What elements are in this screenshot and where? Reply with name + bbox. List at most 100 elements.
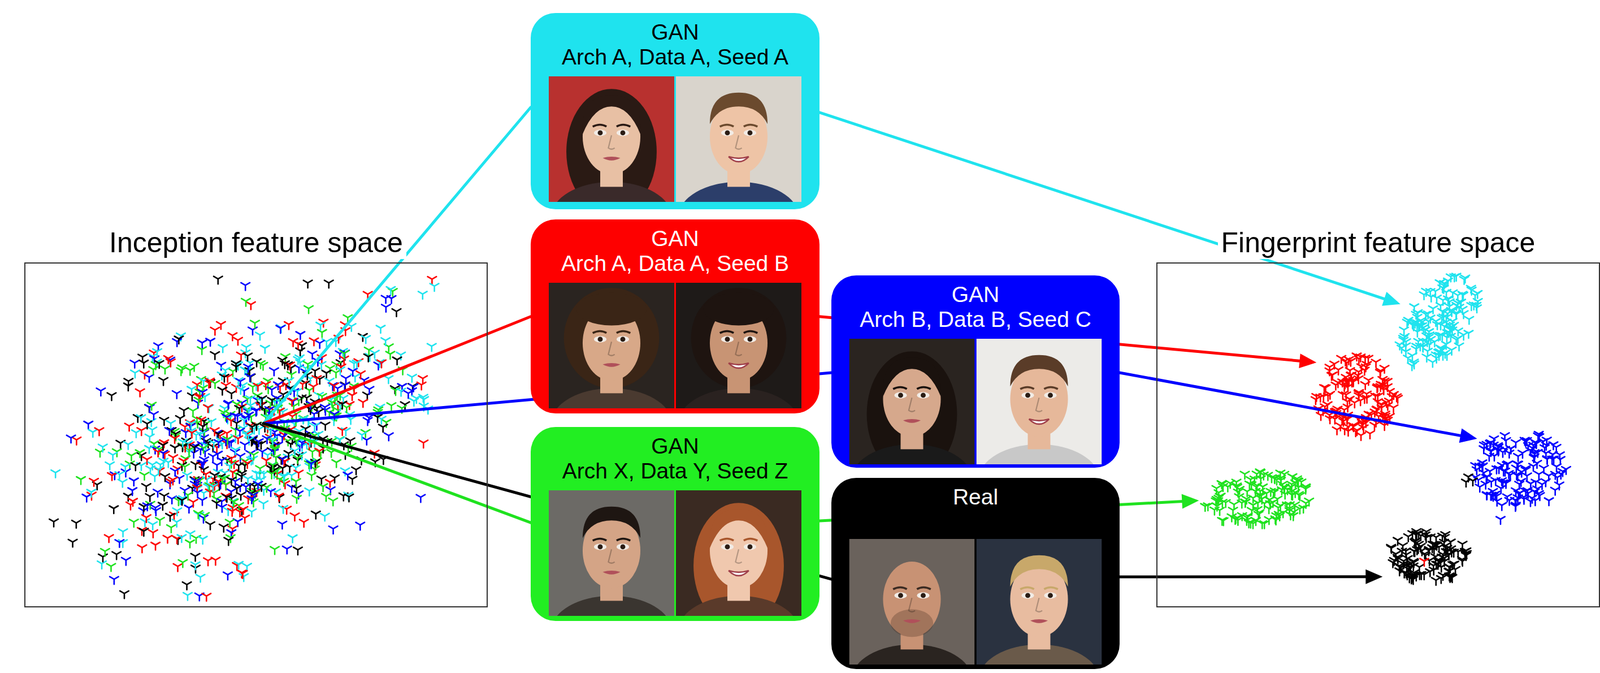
data-point xyxy=(365,386,375,395)
data-point xyxy=(193,489,203,498)
data-point xyxy=(239,506,249,515)
data-point xyxy=(279,473,289,482)
data-point xyxy=(343,471,353,480)
shoulders xyxy=(978,643,1100,673)
data-point xyxy=(190,480,200,489)
face-photo xyxy=(849,538,975,673)
neck xyxy=(727,156,750,187)
data-point xyxy=(1415,564,1425,572)
data-point xyxy=(1458,292,1468,301)
data-point xyxy=(243,475,253,484)
data-point xyxy=(228,504,238,513)
data-point xyxy=(150,473,160,482)
data-point xyxy=(1551,464,1562,472)
data-point xyxy=(185,530,195,539)
data-point xyxy=(109,576,119,585)
data-point xyxy=(384,432,394,441)
data-point xyxy=(153,488,163,497)
data-point xyxy=(1364,377,1374,386)
data-point xyxy=(226,488,236,497)
data-point xyxy=(1200,503,1211,512)
connector-line xyxy=(263,423,531,523)
data-point xyxy=(292,485,302,494)
arrow-head xyxy=(1381,291,1401,306)
data-point xyxy=(278,521,288,530)
hair xyxy=(866,350,958,477)
data-point xyxy=(137,427,147,436)
data-point xyxy=(248,327,258,336)
data-point xyxy=(1485,468,1495,477)
data-point xyxy=(1482,491,1492,500)
data-point xyxy=(231,447,241,455)
pupil xyxy=(725,129,731,136)
data-point xyxy=(1424,334,1434,343)
model-box: GANArch A, Data A, Seed B xyxy=(530,219,820,414)
hair xyxy=(703,292,774,326)
data-point xyxy=(309,337,319,346)
data-point xyxy=(1489,453,1499,462)
data-point xyxy=(98,444,108,453)
data-point xyxy=(348,368,358,377)
data-point xyxy=(1477,460,1487,468)
data-point xyxy=(268,462,278,471)
data-point xyxy=(237,382,247,391)
nose xyxy=(608,341,615,355)
data-point xyxy=(1255,509,1265,518)
data-point xyxy=(1464,316,1474,325)
data-point xyxy=(1342,416,1352,425)
mouth xyxy=(903,418,921,423)
data-point xyxy=(417,382,427,390)
data-point xyxy=(1497,502,1507,511)
data-point xyxy=(223,436,233,445)
data-point xyxy=(361,335,371,344)
data-point xyxy=(322,370,332,379)
data-point xyxy=(1252,470,1262,479)
data-point xyxy=(257,395,267,404)
data-point xyxy=(1506,471,1516,480)
data-point xyxy=(104,534,114,543)
data-point xyxy=(1551,444,1562,453)
hair xyxy=(582,94,641,134)
data-point xyxy=(107,472,117,481)
data-point xyxy=(253,383,263,392)
data-point xyxy=(196,431,206,440)
data-point xyxy=(1340,380,1350,389)
data-point xyxy=(107,392,117,401)
data-point xyxy=(239,573,249,582)
data-point xyxy=(1409,559,1419,568)
data-point xyxy=(1325,363,1335,372)
data-point xyxy=(1386,545,1396,554)
panel-title: Inception feature space xyxy=(105,226,407,259)
data-point xyxy=(1242,488,1252,497)
data-point xyxy=(194,397,204,406)
face xyxy=(709,305,768,381)
connector xyxy=(263,107,531,424)
mouth xyxy=(602,362,620,367)
data-point xyxy=(324,280,334,289)
data-point xyxy=(1525,447,1536,456)
data-point xyxy=(251,408,261,416)
data-point xyxy=(236,378,246,387)
data-point xyxy=(211,557,221,566)
data-point xyxy=(1426,336,1436,345)
box-heading: GAN xyxy=(651,19,700,45)
data-point xyxy=(1500,467,1510,476)
neck-shadow xyxy=(900,618,924,632)
data-point xyxy=(1407,574,1417,583)
data-point xyxy=(253,480,263,489)
data-point xyxy=(306,460,316,469)
data-point xyxy=(203,404,213,413)
data-point xyxy=(1319,384,1329,393)
pupil xyxy=(1025,592,1031,598)
data-point xyxy=(1532,460,1542,468)
data-point xyxy=(233,337,243,346)
data-point xyxy=(363,353,374,362)
data-point xyxy=(292,438,302,446)
data-point xyxy=(100,548,110,557)
data-point xyxy=(214,439,224,448)
data-point xyxy=(1216,493,1226,502)
data-point xyxy=(252,422,262,431)
eye xyxy=(916,591,930,598)
data-point xyxy=(266,488,276,497)
data-point xyxy=(180,487,190,496)
